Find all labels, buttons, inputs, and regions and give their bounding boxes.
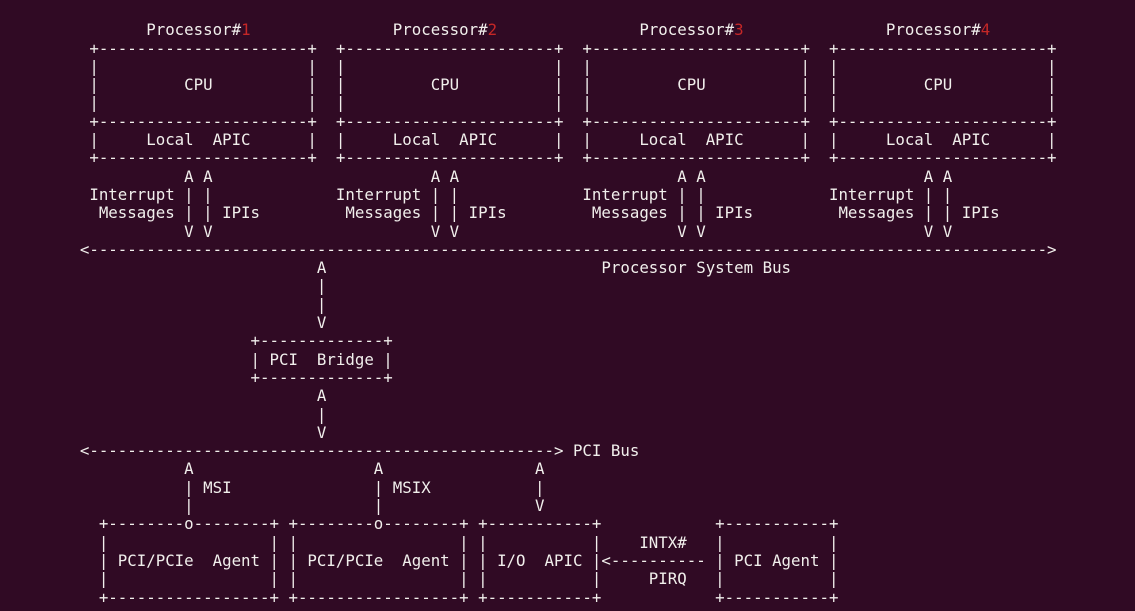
processor-number: 4 xyxy=(980,20,991,40)
processor-number: 1 xyxy=(241,20,251,40)
processor-number: 3 xyxy=(734,20,744,40)
processor-number: 2 xyxy=(487,20,498,40)
ascii-diagram: Processor#1 Processor#2 Processor#3 Proc… xyxy=(79,20,1057,607)
